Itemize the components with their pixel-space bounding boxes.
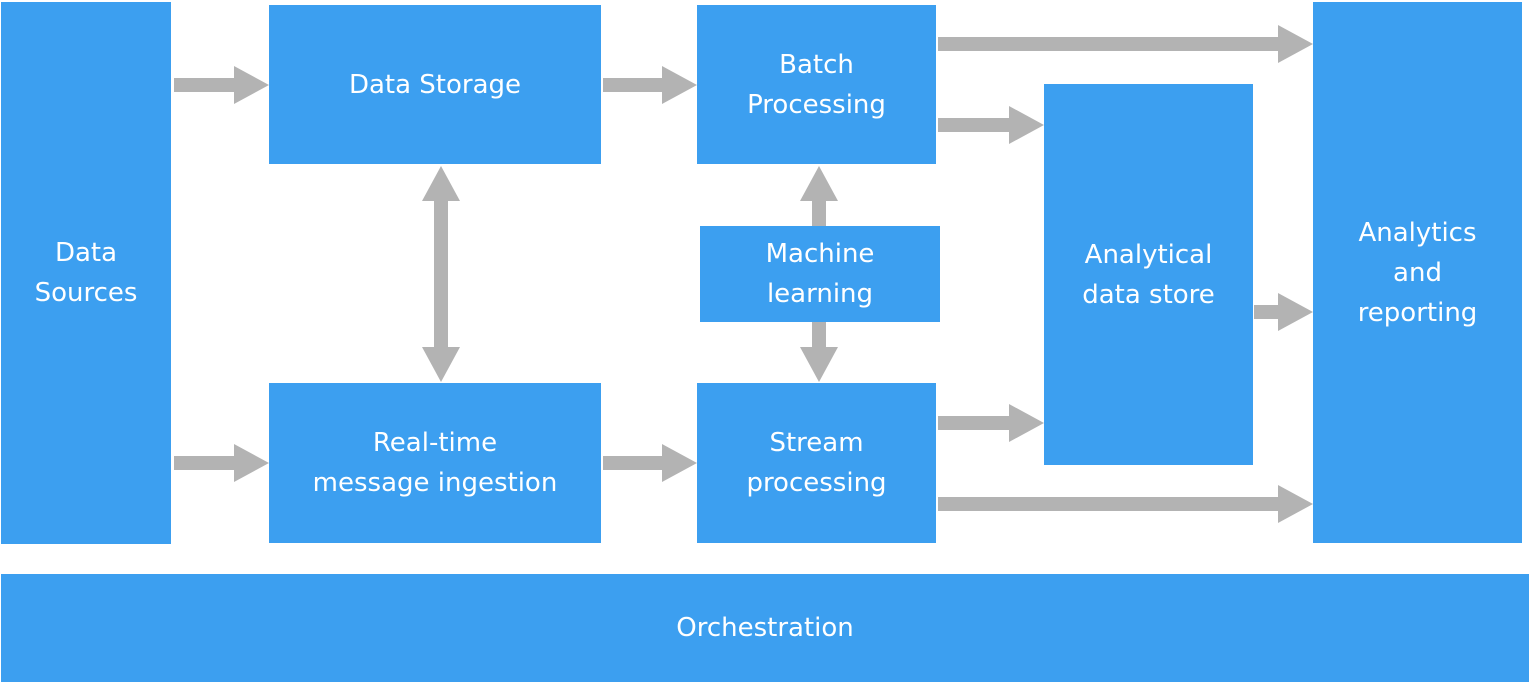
- node-analytical-data-store-label: Analytical data store: [1082, 239, 1215, 310]
- node-data-sources-label: Data Sources: [34, 238, 138, 308]
- arrow-realtime-to-stream: [603, 444, 697, 482]
- node-batch-processing-label: Batch Processing: [747, 49, 886, 120]
- node-realtime-ingestion: Real-time message ingestion: [269, 383, 601, 543]
- node-machine-learning: Machine learning: [700, 226, 940, 322]
- arrow-store-to-analytics: [1254, 293, 1313, 331]
- node-data-storage: Data Storage: [269, 5, 601, 164]
- arrow-batch-to-analytics: [938, 25, 1313, 63]
- arrow-stream-to-store: [938, 404, 1044, 442]
- arrow-sources-to-storage: [174, 66, 269, 104]
- arrow-sources-to-realtime: [174, 444, 269, 482]
- node-orchestration: Orchestration: [1, 574, 1529, 682]
- arrow-stream-to-analytics: [938, 485, 1313, 523]
- arrow-storage-to-batch: [603, 66, 697, 104]
- node-analytical-data-store: Analytical data store: [1044, 84, 1253, 465]
- node-stream-processing: Stream processing: [697, 383, 936, 543]
- node-orchestration-label: Orchestration: [676, 613, 854, 643]
- node-data-sources: Data Sources: [1, 2, 171, 544]
- node-stream-processing-label: Stream processing: [746, 428, 887, 498]
- arrow-ml-to-batch: [800, 166, 838, 226]
- node-machine-learning-label: Machine learning: [765, 239, 875, 309]
- arrow-ml-to-stream: [800, 322, 838, 382]
- arrow-batch-to-store: [938, 106, 1044, 144]
- node-analytics-reporting: Analytics and reporting: [1313, 2, 1522, 543]
- node-data-storage-label: Data Storage: [348, 69, 522, 100]
- arrow-storage-realtime-bidirectional: [422, 166, 460, 382]
- node-analytics-reporting-label: Analytics and reporting: [1357, 217, 1478, 328]
- node-realtime-ingestion-label: Real-time message ingestion: [312, 428, 558, 498]
- node-batch-processing: Batch Processing: [697, 5, 936, 164]
